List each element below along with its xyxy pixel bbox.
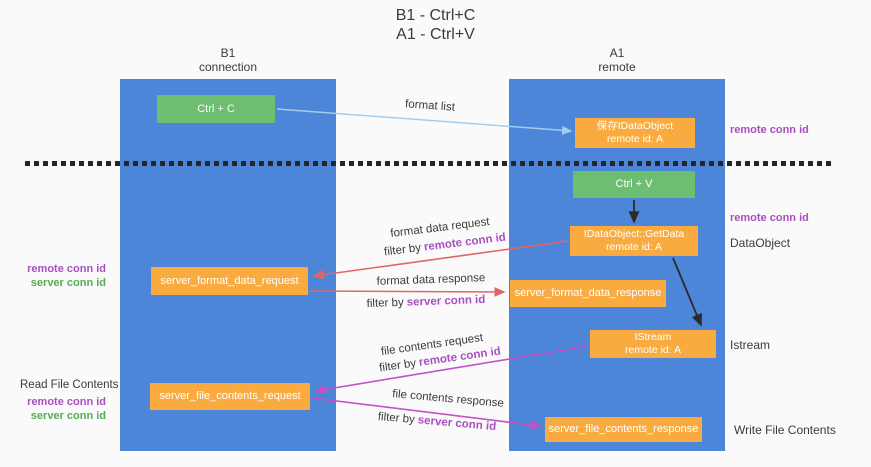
istream-box-line2: remote id: A xyxy=(624,344,682,356)
server-format-data-response-box: server_format_data_response xyxy=(510,280,666,307)
server-file-contents-response-box: server_file_contents_response xyxy=(545,417,702,442)
istream-box-line1: IStream xyxy=(634,331,672,343)
server-conn-id-text-1: server conn id xyxy=(406,293,486,309)
server-file-contents-request-label: server_file_contents_request xyxy=(159,390,301,402)
right-column-header: A1 remote xyxy=(547,46,687,74)
ctrl-c-box: Ctrl + C xyxy=(157,95,275,123)
istream-box: IStream remote id: A xyxy=(590,330,716,358)
left-column-header-line2: connection xyxy=(198,60,258,74)
getdata-box: IDataObject::GetData remote id: A xyxy=(570,226,698,256)
server-conn-id-text-2: server conn id xyxy=(417,414,497,434)
filter-by-text-3: filter by xyxy=(378,357,417,375)
format-data-response-arrow xyxy=(308,287,506,297)
save-idataobject-line1: 保存IDataObject xyxy=(596,120,674,132)
getdata-line2: remote id: A xyxy=(605,241,663,253)
read-file-contents-label: Read File Contents xyxy=(20,379,119,391)
diagram-title-line1: B1 - Ctrl+C xyxy=(395,7,476,24)
getdata-line1: IDataObject::GetData xyxy=(583,228,685,240)
server-format-data-request-box: server_format_data_request xyxy=(151,267,308,295)
format-data-response-label: format data response xyxy=(376,272,486,288)
left-column-header: B1 connection xyxy=(158,46,298,74)
format-list-label: format list xyxy=(404,98,456,114)
remote-conn-id-label-left-1: remote conn id xyxy=(27,263,106,275)
server-file-contents-response-label: server_file_contents_response xyxy=(548,423,699,435)
server-format-data-response-label: server_format_data_response xyxy=(514,287,662,299)
ctrl-v-box: Ctrl + V xyxy=(573,171,695,198)
server-format-data-request-label: server_format_data_request xyxy=(160,274,299,287)
filter-by-text-2: filter by xyxy=(366,296,404,311)
save-idataobject-line2: remote id: A xyxy=(606,133,664,145)
remote-conn-id-label-top-right: remote conn id xyxy=(730,124,809,136)
remote-conn-id-label-left-2: remote conn id xyxy=(27,396,106,408)
ctrl-c-label: Ctrl + C xyxy=(197,102,235,115)
left-column-header-line1: B1 xyxy=(220,46,236,60)
dataobject-label: DataObject xyxy=(730,236,791,250)
write-file-contents-label: Write File Contents xyxy=(734,423,836,437)
server-conn-id-label-left-1: server conn id xyxy=(30,277,106,289)
ctrl-v-label: Ctrl + V xyxy=(615,178,653,190)
istream-label: Istream xyxy=(730,338,771,352)
diagram-title-line2: A1 - Ctrl+V xyxy=(396,26,475,43)
remote-conn-id-text-1: remote conn id xyxy=(423,231,507,254)
server-conn-id-label-left-2: server conn id xyxy=(30,410,106,422)
diagram-title: B1 - Ctrl+C A1 - Ctrl+V xyxy=(0,6,871,44)
server-file-contents-request-box: server_file_contents_request xyxy=(150,383,310,410)
file-contents-response-label: file contents response xyxy=(391,388,505,410)
remote-conn-id-label-mid-right: remote conn id xyxy=(730,212,809,224)
right-column-header-line1: A1 xyxy=(609,46,625,60)
separator-dashed-line xyxy=(25,161,833,166)
right-column-header-line2: remote xyxy=(598,60,636,74)
filter-by-text-1: filter by xyxy=(383,241,422,259)
save-idataobject-box: 保存IDataObject remote id: A xyxy=(575,118,695,148)
filter-by-text-4: filter by xyxy=(377,410,416,427)
